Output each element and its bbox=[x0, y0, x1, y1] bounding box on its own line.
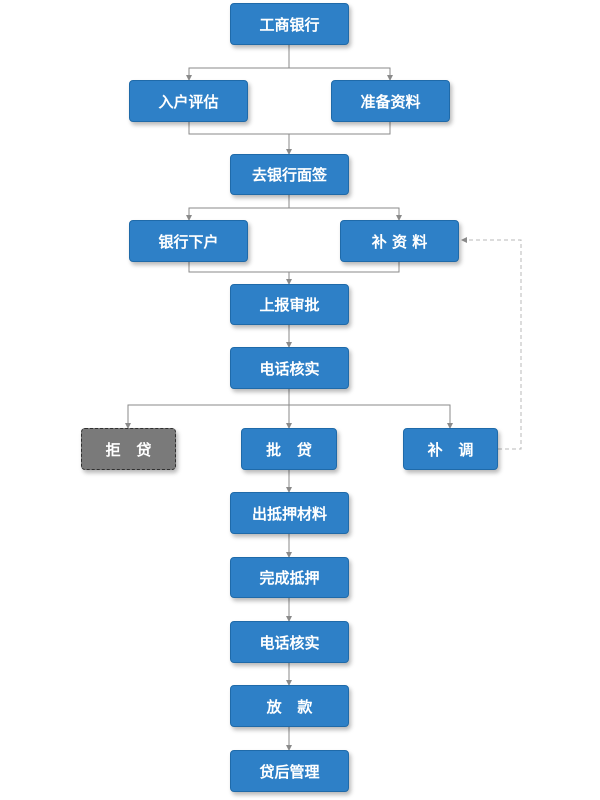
connector bbox=[289, 67, 393, 81]
node-complete-mortgage: 完成抵押 bbox=[230, 557, 349, 598]
node-supplement-docs: 补 资 料 bbox=[340, 220, 459, 262]
feedback-connector bbox=[461, 237, 522, 450]
node-approve: 批 贷 bbox=[241, 428, 337, 470]
connector bbox=[289, 404, 453, 429]
node-mortgage-materials: 出抵押材料 bbox=[230, 492, 349, 534]
node-bank-visit: 银行下户 bbox=[129, 220, 248, 262]
connector bbox=[289, 207, 402, 221]
node-submit-review: 上报审批 bbox=[230, 284, 349, 325]
node-release-loan: 放 款 bbox=[230, 685, 349, 727]
node-bank-sign: 去银行面签 bbox=[230, 154, 349, 195]
node-supplement-adjust: 补 调 bbox=[403, 428, 498, 470]
node-bank: 工商银行 bbox=[230, 3, 349, 45]
connector bbox=[125, 389, 290, 429]
connector bbox=[188, 122, 391, 135]
connector bbox=[186, 195, 290, 221]
node-phone-verify-2: 电话核实 bbox=[230, 621, 349, 663]
node-post-loan: 贷后管理 bbox=[230, 750, 349, 792]
node-phone-verify-1: 电话核实 bbox=[230, 347, 349, 389]
connector bbox=[186, 45, 290, 81]
node-evaluation: 入户评估 bbox=[129, 80, 248, 122]
node-prepare-docs: 准备资料 bbox=[331, 80, 450, 122]
node-reject: 拒 贷 bbox=[81, 428, 176, 470]
connector bbox=[188, 262, 400, 273]
